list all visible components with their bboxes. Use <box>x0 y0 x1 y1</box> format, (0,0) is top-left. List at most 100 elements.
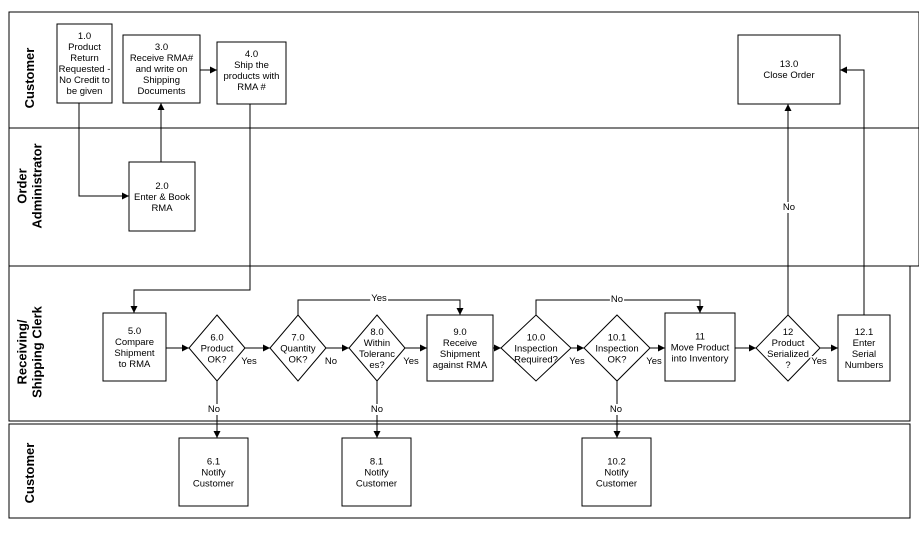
node-label-line: Notify <box>364 468 389 479</box>
node-label-line: 9.0 <box>453 327 466 338</box>
process-box <box>102 312 167 382</box>
node-label-line: OK? <box>607 355 626 366</box>
node-label-line: to RMA <box>119 359 151 370</box>
connector-label: Yes <box>241 356 257 367</box>
swimlane-border <box>8 265 911 422</box>
node-label-line: Numbers <box>845 360 884 371</box>
process-box <box>178 437 249 507</box>
process-box <box>122 34 201 104</box>
node-label-line: Enter & Book <box>134 192 190 203</box>
connector-label-background <box>608 404 624 415</box>
node-label-line: against RMA <box>433 360 488 371</box>
node-label-line: 4.0 <box>245 49 258 60</box>
swimlane-title-line: Shipping Clerk <box>30 305 45 398</box>
node-label-line: 8.0 <box>370 327 383 338</box>
node-label-line: Customer <box>356 479 397 490</box>
process-box <box>837 314 891 382</box>
node-label-line: Notify <box>604 468 629 479</box>
node-label-line: Shipment <box>114 348 154 359</box>
connector-label: No <box>208 404 220 415</box>
node-label-line: Requested - <box>59 64 111 75</box>
process-box <box>737 34 841 105</box>
node-label-line: Receive RMA# <box>130 53 194 64</box>
connector-label: Yes <box>811 356 827 367</box>
node-label-line: and write on <box>136 64 188 75</box>
connector-label: No <box>610 404 622 415</box>
node-label-line: 13.0 <box>780 59 799 70</box>
connector-label: No <box>325 356 337 367</box>
node-label-line: 12.1 <box>855 327 874 338</box>
connector-label-background <box>240 356 258 367</box>
node-label-line: 1.0 <box>78 31 91 42</box>
decision-diamond <box>269 314 327 382</box>
node-label-line: OK? <box>288 355 307 366</box>
process-box <box>128 161 196 232</box>
process-box <box>56 23 113 104</box>
node-label-line: Serial <box>852 349 876 360</box>
connector-label-background <box>781 202 797 213</box>
node-label-line: 11 <box>695 332 705 343</box>
swimlane-title: Customer <box>22 443 37 504</box>
node-label-line: Documents <box>137 86 185 97</box>
process-box <box>581 437 652 507</box>
node-label-line: Shipment <box>440 349 480 360</box>
process-box <box>341 437 412 507</box>
connector-label: No <box>371 404 383 415</box>
connector-label-background <box>206 404 222 415</box>
connector-label-background <box>370 293 388 304</box>
decision-diamond <box>500 314 572 382</box>
process-box <box>216 41 287 105</box>
node-label-line: Ship the <box>234 60 269 71</box>
swimlane-title: OrderAdministrator <box>15 143 45 228</box>
node-label-line: Customer <box>596 479 637 490</box>
node-label-line: 2.0 <box>155 181 168 192</box>
connector-label: No <box>611 294 623 305</box>
decision-diamond <box>755 314 821 382</box>
swimlane-title-line: Receiving/ <box>15 319 30 384</box>
swimlane-border <box>8 423 911 519</box>
node-label-line: Product <box>772 338 805 349</box>
connectors <box>78 66 865 438</box>
node-label-line: Within <box>364 338 390 349</box>
node-label-line: Quantity <box>280 344 316 355</box>
connector-label-background <box>568 356 586 367</box>
node-label-line: 10.0 <box>527 333 546 344</box>
node-label-line: OK? <box>207 355 226 366</box>
swimlane-title-line: Customer <box>22 443 37 504</box>
node-label-line: Close Order <box>763 70 814 81</box>
process-box <box>426 314 494 382</box>
node-label-line: 3.0 <box>155 42 168 53</box>
node-label-line: 7.0 <box>291 333 304 344</box>
node-label-line: Notify <box>201 468 226 479</box>
node-label-line: Inspection <box>514 344 557 355</box>
decision-diamond <box>583 314 651 382</box>
connector-label: Yes <box>403 356 419 367</box>
connector-n1_0-to-n2_0 <box>78 103 129 200</box>
connector-label-background <box>323 356 339 367</box>
node-label-line: Shipping <box>143 75 180 86</box>
